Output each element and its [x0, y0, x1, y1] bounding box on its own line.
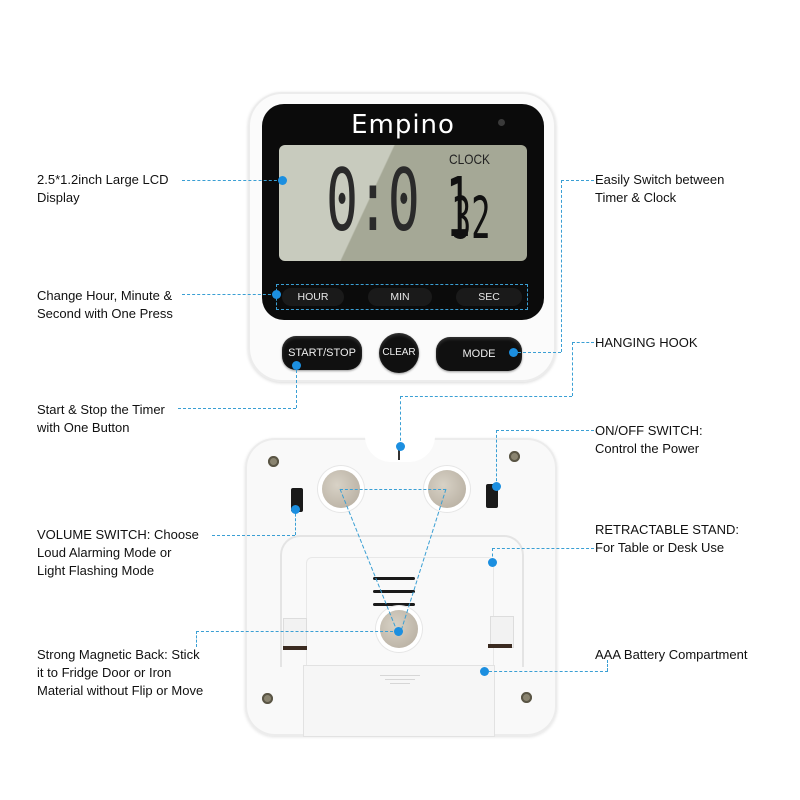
stand-latch-right — [490, 616, 514, 648]
callout-dot — [508, 347, 518, 357]
callout-dot — [479, 666, 489, 676]
speaker-slot — [373, 603, 415, 606]
lcd-mode-label: CLOCK — [449, 151, 490, 167]
leader-line — [400, 396, 401, 446]
callout-dot — [291, 360, 301, 370]
leader-line — [182, 294, 276, 295]
callout-keys-line2: Second with One Press — [37, 306, 173, 321]
callout-mode-line1: Easily Switch between — [595, 172, 725, 187]
leader-line — [178, 408, 296, 409]
sec-button[interactable]: SEC — [456, 288, 522, 306]
callout-dot — [395, 441, 405, 451]
min-button-label: MIN — [390, 291, 410, 303]
lcd-minute-digit: 1 — [446, 161, 471, 256]
callout-magnet-line1: Strong Magnetic Back: Stick — [37, 647, 200, 662]
stand-latch-right-bar — [488, 644, 512, 648]
lcd-hour-digits: 0:0 — [326, 151, 420, 251]
callout-start-stop: Start & Stop the Timer with One Button — [37, 401, 165, 437]
callout-power-line1: ON/OFF SWITCH: — [595, 423, 703, 438]
callout-magnet-line3: Material without Flip or Move — [37, 683, 204, 698]
callout-dot — [271, 289, 281, 299]
callout-volume: VOLUME SWITCH: Choose Loud Alarming Mode… — [37, 526, 199, 580]
leader-line — [513, 352, 561, 353]
leader-line — [561, 180, 562, 352]
leader-line — [296, 365, 297, 408]
light-sensor — [498, 119, 505, 126]
leader-line — [196, 631, 197, 647]
speaker-slot — [373, 590, 415, 593]
callout-lcd-line2: Display — [37, 190, 80, 205]
stand-latch-left-bar — [283, 646, 307, 650]
callout-hook: HANGING HOOK — [595, 334, 698, 352]
screw-icon — [268, 456, 279, 467]
callout-battery-line1: AAA Battery Compartment — [595, 647, 748, 662]
callout-dot — [491, 481, 501, 491]
callout-dot — [487, 557, 497, 567]
leader-line — [340, 489, 446, 490]
callout-volume-line1: VOLUME SWITCH: Choose — [37, 527, 199, 542]
leader-line — [561, 180, 594, 181]
brand-logo: Empino — [351, 110, 455, 140]
hanging-hook — [398, 446, 400, 460]
leader-line — [572, 342, 594, 343]
hour-button-label: HOUR — [297, 291, 329, 303]
leader-line — [496, 430, 594, 431]
clear-label: CLEAR — [382, 347, 416, 358]
leader-line — [492, 548, 493, 562]
hour-button[interactable]: HOUR — [282, 288, 344, 306]
battery-cover-grip — [390, 683, 410, 684]
leader-line — [182, 180, 282, 181]
callout-volume-line3: Light Flashing Mode — [37, 563, 155, 578]
screw-icon — [262, 693, 273, 704]
callout-stand: RETRACTABLE STAND: For Table or Desk Use — [595, 521, 739, 557]
clear-button[interactable]: CLEAR — [379, 333, 419, 373]
screw-icon — [521, 692, 532, 703]
leader-line — [212, 535, 295, 536]
battery-cover-grip — [385, 679, 415, 680]
leader-line — [484, 671, 608, 672]
start-stop-label: START/STOP — [288, 347, 356, 359]
lcd-display — [279, 145, 527, 261]
leader-line — [196, 631, 398, 632]
stand-inner-recess — [306, 557, 494, 668]
callout-lcd: 2.5*1.2inch Large LCD Display — [37, 171, 169, 207]
retractable-stand[interactable] — [280, 535, 524, 667]
min-button[interactable]: MIN — [368, 288, 432, 306]
leader-line — [492, 548, 594, 549]
callout-magnet-line2: it to Fridge Door or Iron — [37, 665, 172, 680]
leader-line — [400, 396, 572, 397]
callout-dot — [290, 504, 300, 514]
callout-stand-line1: RETRACTABLE STAND: — [595, 522, 739, 537]
start-stop-button[interactable]: START/STOP — [282, 336, 362, 370]
callout-volume-line2: Loud Alarming Mode or — [37, 545, 172, 560]
callout-dot — [393, 626, 403, 636]
callout-start-stop-line1: Start & Stop the Timer — [37, 402, 165, 417]
battery-compartment-cover[interactable] — [303, 665, 495, 737]
battery-cover-grip — [380, 675, 420, 676]
callout-power-line2: Control the Power — [595, 441, 700, 456]
leader-line — [496, 430, 497, 486]
screw-icon — [509, 451, 520, 462]
callout-start-stop-line2: with One Button — [37, 420, 130, 435]
callout-mode-line2: Timer & Clock — [595, 190, 677, 205]
callout-keys-line1: Change Hour, Minute & — [37, 288, 173, 303]
callout-stand-line2: For Table or Desk Use — [595, 540, 725, 555]
callout-battery: AAA Battery Compartment — [595, 646, 747, 664]
leader-line — [607, 660, 608, 671]
sec-button-label: SEC — [478, 291, 500, 303]
callout-dot — [277, 175, 287, 185]
mode-button[interactable]: MODE — [436, 337, 522, 371]
mode-label: MODE — [462, 348, 496, 360]
callout-power: ON/OFF SWITCH: Control the Power — [595, 422, 703, 458]
callout-magnet: Strong Magnetic Back: Stick it to Fridge… — [37, 646, 203, 700]
speaker-slot — [373, 577, 415, 580]
leader-line — [572, 342, 573, 396]
callout-lcd-line1: 2.5*1.2inch Large LCD — [37, 172, 169, 187]
callout-mode: Easily Switch between Timer & Clock — [595, 171, 724, 207]
callout-hook-line1: HANGING HOOK — [595, 335, 698, 350]
callout-keys: Change Hour, Minute & Second with One Pr… — [37, 287, 173, 323]
lcd-seconds-digits: 32 — [452, 184, 491, 252]
stand-latch-left — [283, 618, 307, 650]
leader-line — [295, 509, 296, 535]
